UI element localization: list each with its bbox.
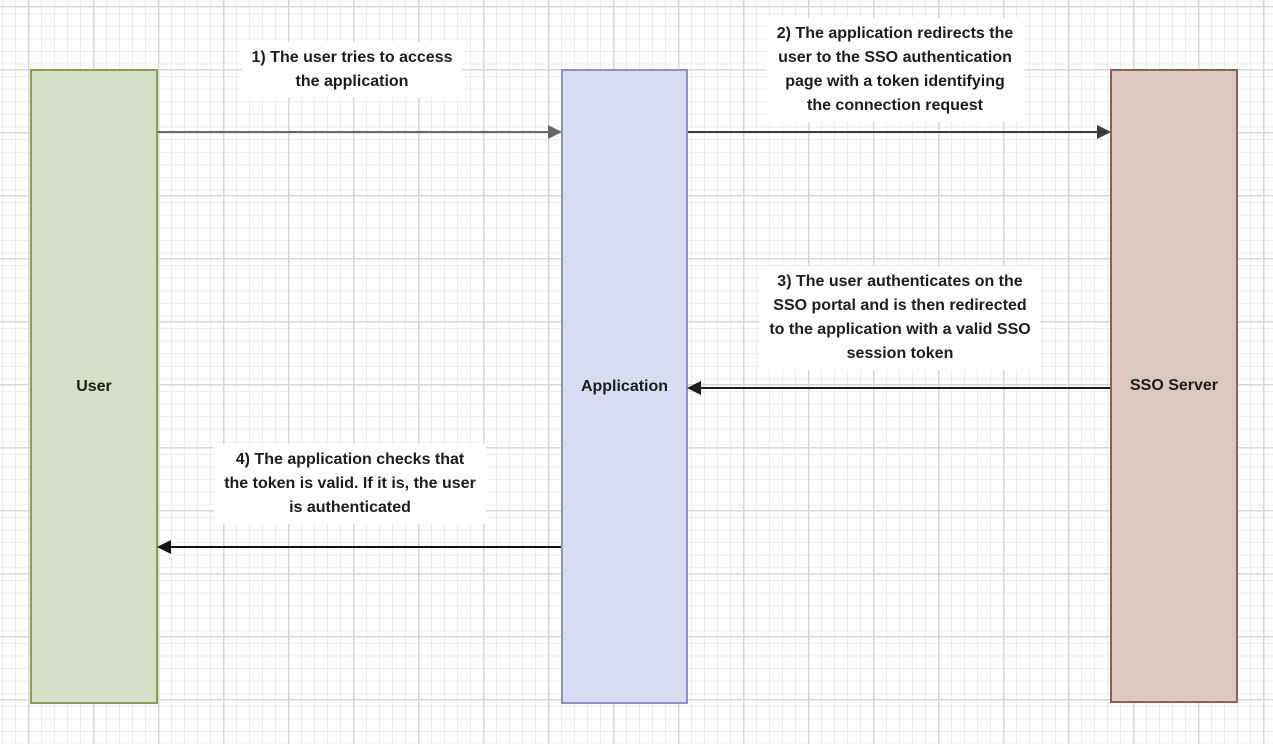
- message-line: 1) The user tries to access: [251, 49, 453, 66]
- message-line: session token: [846, 345, 954, 362]
- message-line: 3) The user authenticates on the: [777, 273, 1023, 290]
- message-label-step-1: 1) The user tries to access the applicat…: [241, 42, 463, 98]
- message-label-step-2: 2) The application redirects the user to…: [766, 18, 1024, 122]
- message-line: 4) The application checks that: [235, 451, 465, 468]
- arrow-step-3: [687, 381, 1110, 395]
- arrow-head-right-icon: [1097, 125, 1111, 139]
- message-line: is authenticated: [289, 499, 411, 516]
- arrow-line: [158, 131, 550, 133]
- arrow-line: [699, 387, 1110, 389]
- arrow-step-1: [158, 125, 562, 139]
- arrow-step-4: [157, 540, 561, 554]
- message-line: user to the SSO authentication: [778, 49, 1012, 66]
- arrow-head-right-icon: [548, 125, 562, 139]
- message-label-step-4: 4) The application checks that the token…: [214, 444, 486, 524]
- message-line: the application: [295, 73, 409, 90]
- message-line: to the application with a valid SSO: [769, 321, 1031, 338]
- message-line: 2) The application redirects the: [776, 25, 1014, 42]
- message-label-step-3: 3) The user authenticates on the SSO por…: [759, 266, 1041, 370]
- actor-box-application: Application: [561, 69, 688, 704]
- actor-box-sso-server: SSO Server: [1110, 69, 1238, 703]
- message-line: page with a token identifying: [785, 73, 1005, 90]
- arrow-line: [688, 131, 1099, 133]
- actor-box-user: User: [30, 69, 158, 704]
- arrow-line: [169, 546, 561, 548]
- arrow-step-2: [688, 125, 1111, 139]
- actor-label-application: Application: [580, 377, 669, 395]
- message-line: the token is valid. If it is, the user: [224, 475, 476, 492]
- arrow-head-left-icon: [687, 381, 701, 395]
- actor-label-user: User: [76, 377, 112, 395]
- arrow-head-left-icon: [157, 540, 171, 554]
- message-line: SSO portal and is then redirected: [773, 297, 1027, 314]
- message-line: the connection request: [806, 97, 984, 114]
- actor-label-sso-server: SSO Server: [1129, 377, 1219, 394]
